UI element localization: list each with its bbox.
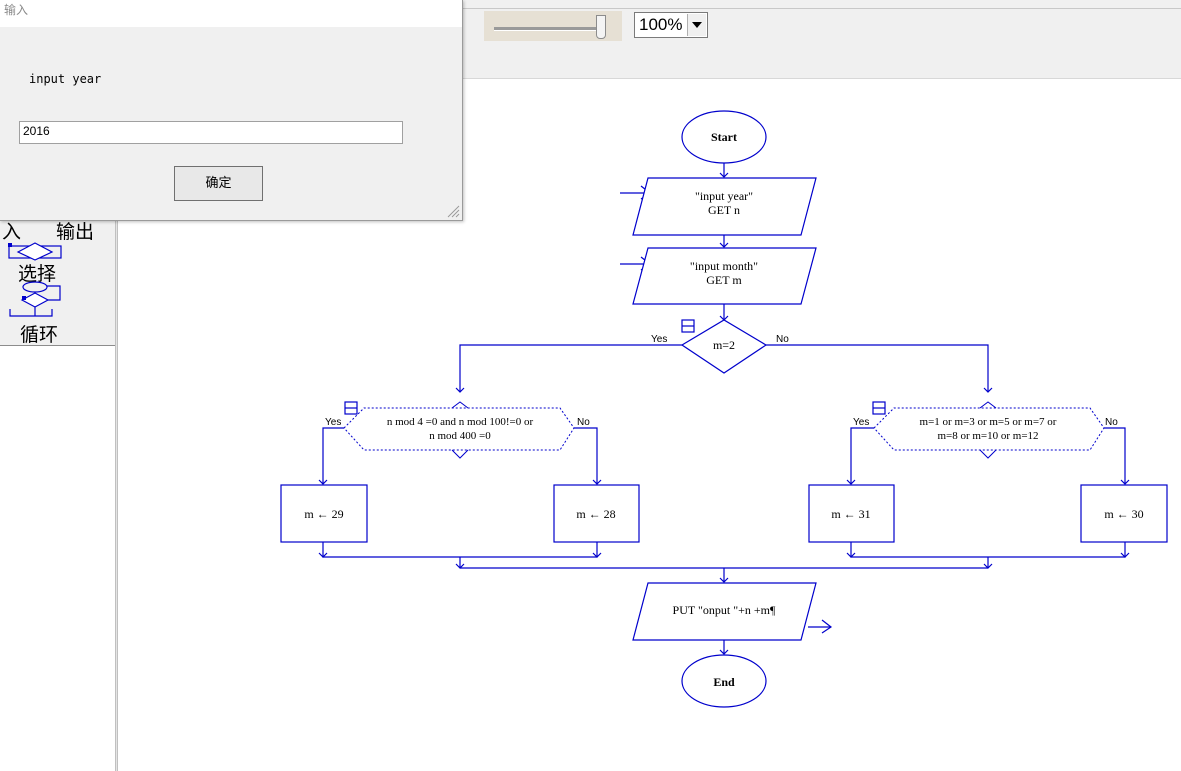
dialog-input-field[interactable]: 2016 (19, 121, 403, 144)
output-label: PUT "onput "+n +m¶ (673, 603, 776, 617)
decision-31-days[interactable] (873, 407, 1105, 451)
no-label: No (577, 417, 590, 428)
assign-29-box[interactable] (280, 484, 368, 543)
palette-item-select-label[interactable]: 选择 (18, 263, 57, 285)
start-terminal[interactable] (681, 110, 767, 164)
decision-31-days-line2: m=8 or m=10 or m=12 (937, 430, 1038, 442)
input-dialog: 输入 input year 2016 确定 (0, 0, 463, 221)
selection-symbol-icon[interactable] (6, 240, 66, 262)
zoom-select[interactable]: 100% (634, 12, 708, 38)
chevron-down-icon[interactable] (687, 14, 706, 36)
zoom-slider[interactable] (484, 11, 622, 41)
end-terminal[interactable] (681, 654, 767, 708)
start-label: Start (711, 130, 737, 144)
assign-30-box[interactable] (1080, 484, 1168, 543)
yes-label: Yes (325, 417, 341, 428)
decision-m2[interactable] (680, 319, 768, 374)
ok-button[interactable]: 确定 (174, 166, 263, 201)
input-year-line2: GET n (708, 203, 740, 217)
input-month-block[interactable] (632, 247, 817, 305)
collapse-icon[interactable] (872, 401, 886, 415)
palette-item-input-label[interactable]: 入 (2, 221, 22, 243)
assign-28-box[interactable] (553, 484, 640, 543)
zoom-value: 100% (639, 15, 683, 34)
assign-30-label: m ← 30 (1104, 507, 1143, 521)
decision-leap-year-line1: n mod 4 =0 and n mod 100!=0 or (387, 416, 534, 428)
zoom-slider-thumb[interactable] (596, 15, 606, 39)
collapse-icon[interactable] (344, 401, 358, 415)
resize-grip-icon[interactable] (446, 204, 460, 218)
yes-label: Yes (651, 334, 667, 345)
yes-label: Yes (853, 417, 869, 428)
input-year-block[interactable] (632, 177, 817, 236)
input-month-line1: "input month" (690, 259, 758, 273)
end-label: End (713, 675, 735, 689)
palette-item-loop-label[interactable]: 循环 (20, 324, 59, 346)
dialog-prompt: input year (29, 72, 102, 86)
dialog-title: 输入 (4, 3, 29, 17)
decision-leap-year[interactable] (343, 407, 575, 451)
input-year-line1: "input year" (695, 189, 753, 203)
input-month-line2: GET m (706, 273, 742, 287)
decision-31-days-line1: m=1 or m=3 or m=5 or m=7 or (920, 416, 1057, 428)
palette-item-output-label[interactable]: 输出 (56, 221, 95, 243)
dialog-titlebar[interactable]: 输入 (0, 0, 462, 27)
decision-leap-year-line2: n mod 400 =0 (429, 430, 491, 442)
assign-28-label: m ← 28 (576, 507, 615, 521)
palette-divider (0, 345, 115, 346)
palette-splitter[interactable] (115, 78, 118, 771)
output-block[interactable] (632, 582, 817, 641)
palette-empty-area (0, 346, 118, 771)
no-label: No (776, 334, 789, 345)
loop-symbol-icon[interactable] (8, 280, 68, 324)
decision-m2-label: m=2 (713, 338, 735, 352)
assign-31-box[interactable] (808, 484, 895, 543)
toolbar-divider (462, 8, 1181, 9)
assign-31-label: m ← 31 (831, 507, 870, 521)
zoom-slider-track (494, 27, 602, 31)
no-label: No (1105, 417, 1118, 428)
collapse-icon[interactable] (681, 319, 695, 333)
assign-29-label: m ← 29 (304, 507, 343, 521)
